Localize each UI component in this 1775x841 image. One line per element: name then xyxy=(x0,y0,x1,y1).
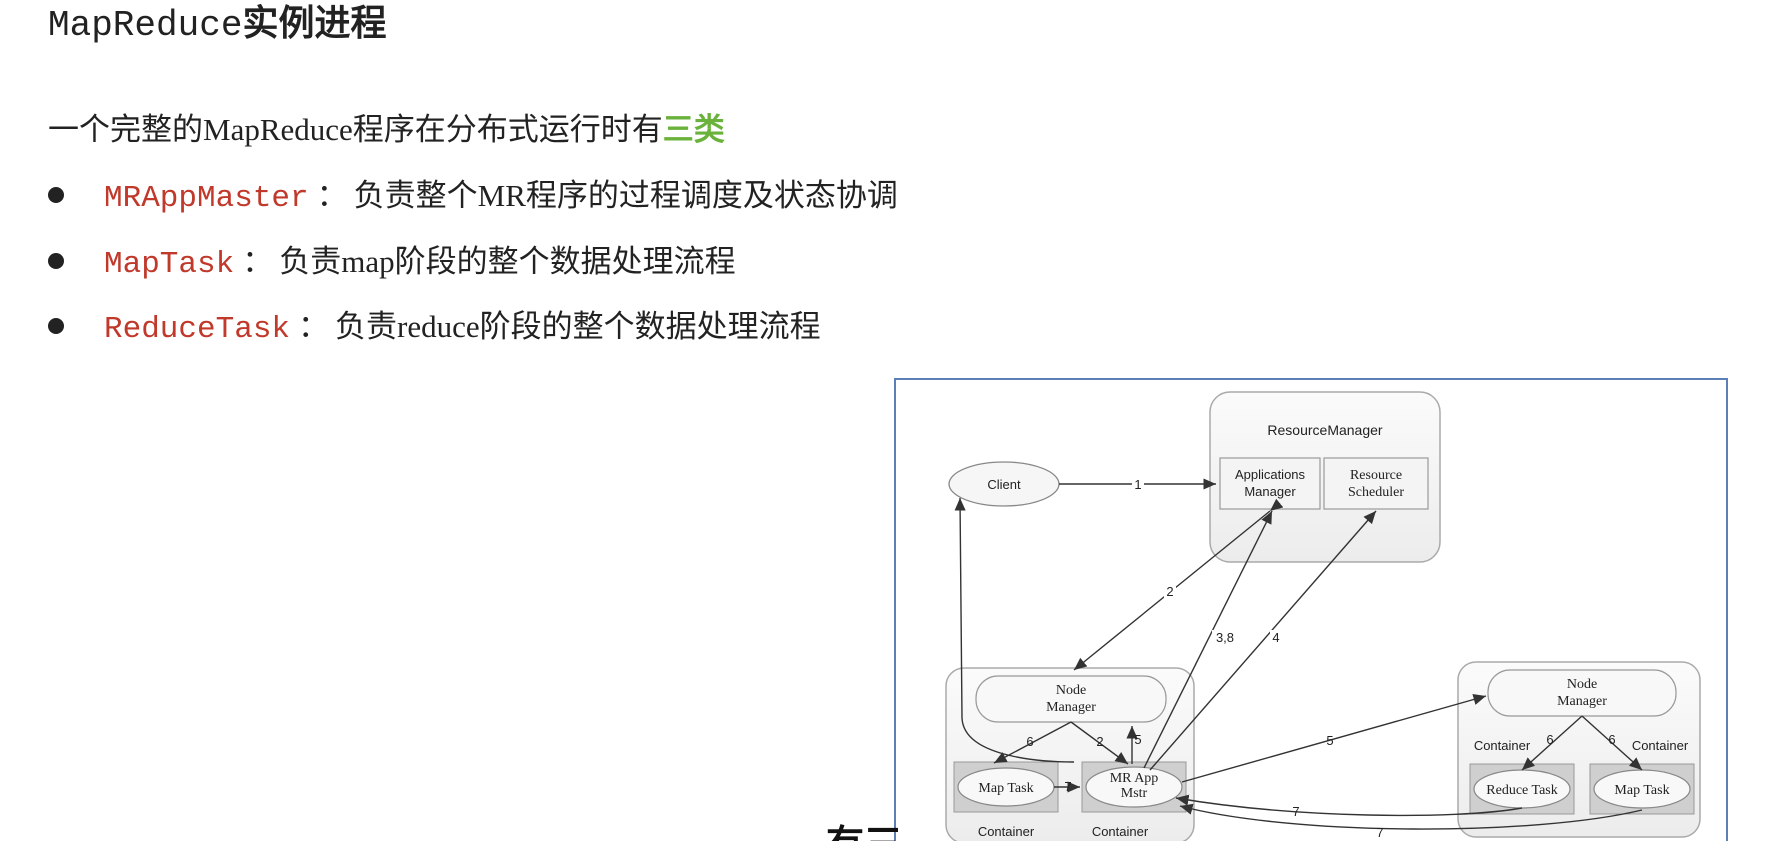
bullet-separator: ： xyxy=(298,309,330,345)
bullet-dot xyxy=(48,186,64,203)
step-label-bg xyxy=(1270,630,1282,644)
bullet-text-post: 阶段的整个数据处理流程 xyxy=(479,309,821,345)
applications-manager-label: Manager xyxy=(1244,484,1296,499)
bullet-term: MapTask xyxy=(104,247,235,282)
node-manager-left-label: Manager xyxy=(1046,700,1096,715)
container-label: Container xyxy=(1474,738,1531,753)
step-label: 7 xyxy=(1376,825,1383,840)
node-manager-left-label: Node xyxy=(1056,683,1086,698)
bullet-reducetask: ReduceTask：负责reduce阶段的整个数据处理流程 xyxy=(48,307,821,350)
bullet-term: ReduceTask xyxy=(104,312,291,347)
bullet-text-post: 程序的过程调度及状态协调 xyxy=(525,178,898,214)
bullet-dot xyxy=(48,252,64,269)
client-label: Client xyxy=(987,477,1021,492)
bullet-mrappmaster: MRAppMaster：负责整个MR程序的过程调度及状态协调 xyxy=(48,176,898,219)
step-label: 5 xyxy=(1134,732,1141,747)
arrow-mr-app-to-scheduler xyxy=(1149,510,1377,771)
diagram-frame xyxy=(894,378,1728,841)
intro-before: 一个完整的 xyxy=(48,112,203,148)
bullet-text-post: 阶段的整个数据处理流程 xyxy=(394,244,736,280)
map-task-right-label: Map Task xyxy=(1614,783,1669,798)
arrow-nm-to-map-task xyxy=(993,721,1072,764)
bullet-text-pre: 负责整个 xyxy=(353,178,478,214)
resource-scheduler-label: Resource xyxy=(1350,468,1402,483)
intro-sentence: 一个完整的MapReduce程序在分布式运行时有三类 xyxy=(48,110,725,150)
bullet-term: MRAppMaster xyxy=(104,181,309,216)
page-title-term: MapReduce xyxy=(48,5,243,46)
step-label: 2 xyxy=(1166,584,1173,599)
step-label: 7 xyxy=(1292,804,1299,819)
arrow-right-nm-to-reduce xyxy=(1521,715,1583,771)
node-manager-right-label: Manager xyxy=(1557,694,1607,709)
bullet-text-pre: 负责 xyxy=(335,309,398,345)
mr-app-master-label: MR App xyxy=(1110,771,1159,786)
arrow-mr-app-to-am xyxy=(1143,510,1273,769)
arrow-right-nm-to-map xyxy=(1581,715,1643,771)
step-label-bg xyxy=(1164,584,1176,598)
step-label: 4 xyxy=(1272,630,1279,645)
step-label: 2 xyxy=(1096,734,1103,749)
bullet-separator: ： xyxy=(316,178,348,214)
resource-scheduler-label: Scheduler xyxy=(1348,485,1404,500)
intro-middle: 程序在分布式运行时有 xyxy=(352,112,663,148)
diagram-canvas: ResourceManager Applications Manager Res… xyxy=(894,378,1728,841)
intro-term: MapReduce xyxy=(203,112,353,147)
page-title: MapReduce实例进程 xyxy=(48,2,386,48)
node-manager-right-label: Node xyxy=(1567,677,1597,692)
step-label: 6 xyxy=(1608,732,1615,747)
bullet-text-mono: reduce xyxy=(397,309,480,344)
arrow-reduce-to-mr-app xyxy=(1175,794,1523,817)
bullet-text-pre: 负责 xyxy=(279,244,342,280)
container-label: Container xyxy=(978,824,1035,839)
step-label-bg xyxy=(1132,477,1144,491)
intro-highlight: 三类 xyxy=(662,112,725,148)
step-label: 5 xyxy=(1326,733,1333,748)
arrow-map-right-to-mr-app xyxy=(1179,803,1643,830)
mr-app-master-node xyxy=(1085,766,1183,808)
bullet-text-mono: MR xyxy=(477,178,526,213)
map-task-left-label: Map Task xyxy=(978,781,1033,796)
arrow-nm-to-mr-app xyxy=(1070,721,1129,765)
bullet-maptask: MapTask：负责map阶段的整个数据处理流程 xyxy=(48,242,736,285)
yarn-architecture-diagram: ResourceManager Applications Manager Res… xyxy=(894,378,1728,841)
step-label: 6 xyxy=(1026,734,1033,749)
step-label: 7 xyxy=(1064,779,1071,794)
resource-scheduler-box xyxy=(1323,457,1429,510)
bullet-dot xyxy=(48,317,64,334)
step-label-bg xyxy=(1212,630,1238,644)
bullet-separator: ： xyxy=(242,244,274,280)
reduce-task-label: Reduce Task xyxy=(1486,783,1557,798)
container-label: Container xyxy=(1632,738,1689,753)
bullet-text-mono: map xyxy=(341,244,395,279)
step-label: 3,8 xyxy=(1216,630,1234,645)
applications-manager-label: Applications xyxy=(1235,467,1306,482)
container-label: Container xyxy=(1092,824,1149,839)
caption-fragment: 有三类 xyxy=(826,822,936,841)
resource-manager-label: ResourceManager xyxy=(1267,422,1383,438)
step-label: 6 xyxy=(1546,732,1553,747)
mr-app-master-label: Mstr xyxy=(1121,786,1148,801)
step-label: 1 xyxy=(1134,477,1141,492)
page-title-text: 实例进程 xyxy=(242,3,387,44)
arrow-mr-app-to-right-nm xyxy=(1181,694,1487,783)
